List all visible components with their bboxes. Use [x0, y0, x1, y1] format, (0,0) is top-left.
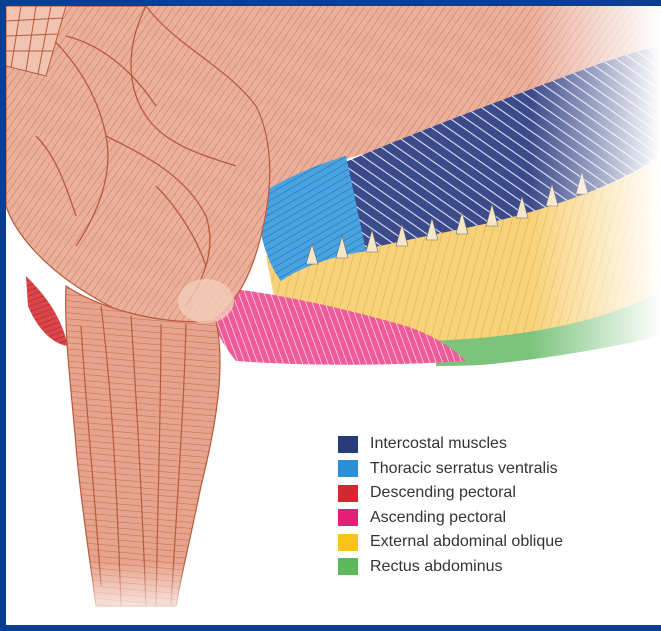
legend-item-descending-pectoral: Descending pectoral — [338, 481, 563, 506]
swatch-ascending-pectoral — [338, 509, 358, 526]
legend: Intercostal muscles Thoracic serratus ve… — [338, 432, 563, 579]
legend-label: Intercostal muscles — [370, 435, 507, 453]
legend-label: Rectus abdominus — [370, 558, 503, 576]
swatch-external-oblique — [338, 534, 358, 551]
legend-item-intercostal: Intercostal muscles — [338, 432, 563, 457]
swatch-intercostal — [338, 436, 358, 453]
swatch-descending-pectoral — [338, 485, 358, 502]
legend-item-serratus: Thoracic serratus ventralis — [338, 457, 563, 482]
legend-label: Ascending pectoral — [370, 509, 506, 527]
legend-item-rectus-abdominus: Rectus abdominus — [338, 555, 563, 580]
swatch-serratus — [338, 460, 358, 477]
illustration-canvas: Intercostal muscles Thoracic serratus ve… — [6, 6, 661, 625]
swatch-rectus-abdominus — [338, 558, 358, 575]
legend-label: External abdominal oblique — [370, 533, 563, 551]
legend-item-ascending-pectoral: Ascending pectoral — [338, 506, 563, 531]
legend-label: Thoracic serratus ventralis — [370, 460, 558, 478]
legend-item-external-oblique: External abdominal oblique — [338, 530, 563, 555]
legend-label: Descending pectoral — [370, 484, 516, 502]
